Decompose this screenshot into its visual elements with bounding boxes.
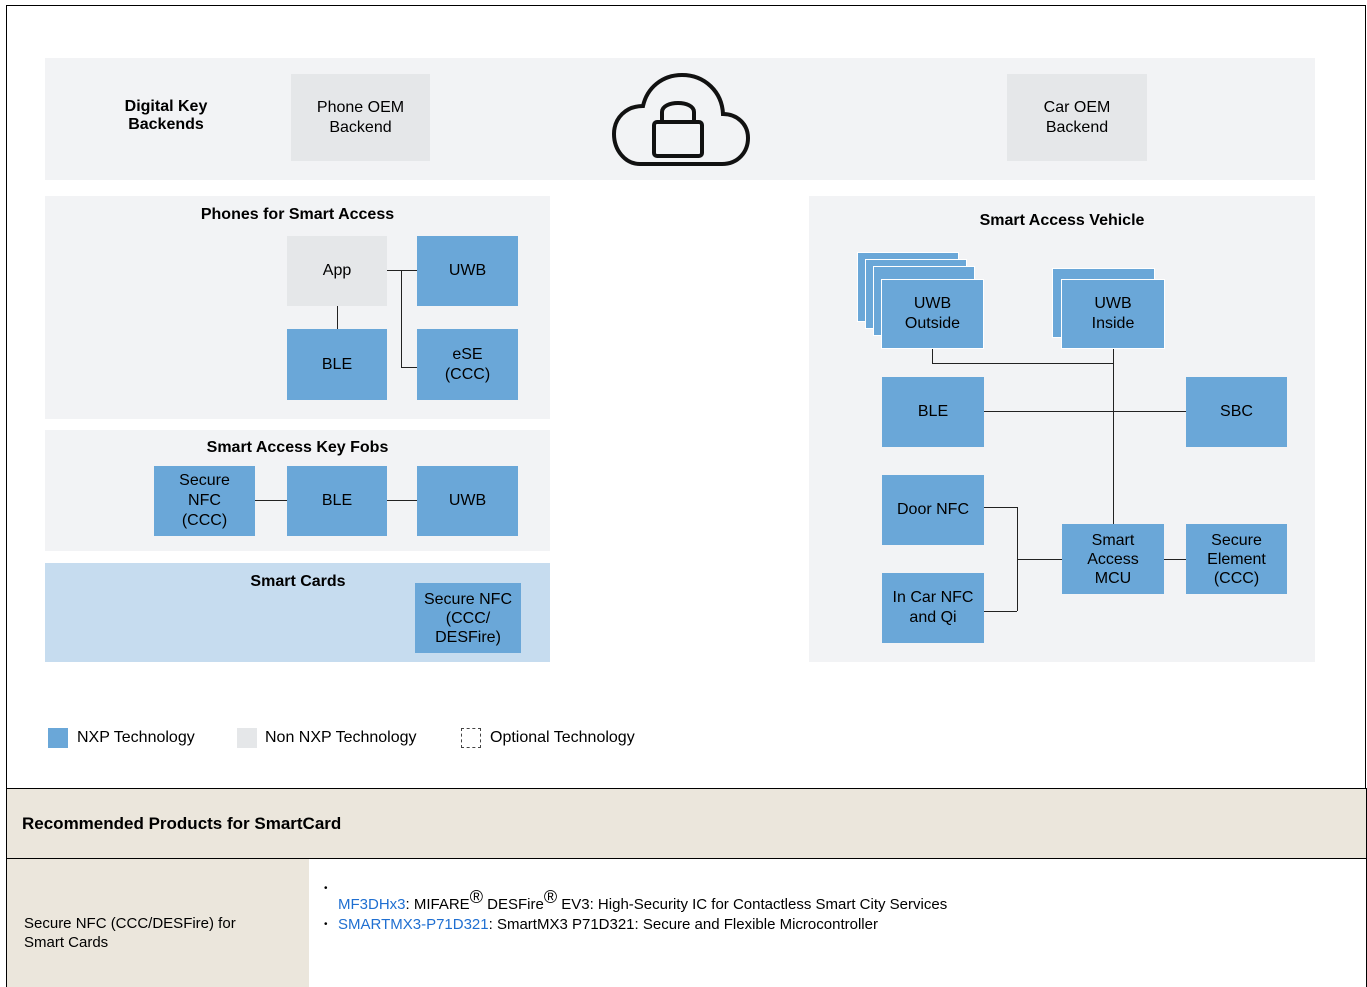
connector xyxy=(337,306,338,329)
phone-ble: BLE xyxy=(287,329,387,400)
table-row-label-cell: Secure NFC (CCC/DESFire) for Smart Cards xyxy=(6,858,310,987)
bullet-icon: • xyxy=(324,883,328,894)
legend-optional-label: Optional Technology xyxy=(490,729,635,746)
fob-secure-nfc: Secure NFC (CCC) xyxy=(154,466,255,536)
product-desc: EV3: High-Security IC for Contactless Sm… xyxy=(557,896,948,913)
registered-mark: ® xyxy=(543,887,558,907)
connector xyxy=(401,270,402,368)
bullet-icon: • xyxy=(324,919,328,930)
legend-non-nxp-swatch xyxy=(237,728,257,748)
vehicle-sbc: SBC xyxy=(1186,377,1287,447)
registered-mark: ® xyxy=(469,887,483,907)
phone-app: App xyxy=(287,236,387,306)
in-car-nfc: In Car NFC and Qi xyxy=(882,573,984,643)
connector xyxy=(387,500,417,501)
product-desc: DESFire xyxy=(482,896,544,913)
phones-title: Phones for Smart Access xyxy=(200,206,395,223)
uwb-outside: UWB Outside xyxy=(881,279,984,349)
table-products-cell: • MF3DHx3: MIFARE® DESFire® EV3: High-Se… xyxy=(309,858,1367,987)
uwb-inside: UWB Inside xyxy=(1061,279,1165,349)
product-desc: : SmartMX3 P71D321: Secure and Flexible … xyxy=(488,916,878,933)
diagram-frame xyxy=(6,5,1366,987)
connector xyxy=(984,507,1017,508)
phone-uwb: UWB xyxy=(417,236,518,306)
car-oem-backend: Car OEM Backend xyxy=(1007,74,1147,161)
table-header-text: Recommended Products for SmartCard xyxy=(22,814,342,833)
connector xyxy=(932,363,1113,364)
connector xyxy=(984,611,1017,612)
connector xyxy=(1113,349,1114,524)
fob-uwb: UWB xyxy=(417,466,518,536)
product-desc: : MIFARE xyxy=(405,896,470,913)
cards-title: Smart Cards xyxy=(250,573,346,590)
connector xyxy=(387,270,417,271)
connector xyxy=(932,349,933,364)
product-line: SMARTMX3-P71D321: SmartMX3 P71D321: Secu… xyxy=(338,916,878,933)
connector xyxy=(1017,559,1062,560)
vehicle-title: Smart Access Vehicle xyxy=(979,212,1145,229)
connector xyxy=(984,411,1186,412)
vehicle-ble: BLE xyxy=(882,377,984,447)
connector xyxy=(255,500,287,501)
phone-ese: eSE (CCC) xyxy=(417,329,518,400)
backends-label: Digital Key Backends xyxy=(124,98,208,133)
secure-element: Secure Element (CCC) xyxy=(1186,524,1287,594)
door-nfc: Door NFC xyxy=(882,475,984,545)
connector xyxy=(401,367,417,368)
cloud-lock-icon xyxy=(611,72,750,166)
legend-non-nxp-label: Non NXP Technology xyxy=(265,729,417,746)
legend-nxp-swatch xyxy=(48,728,68,748)
fobs-title: Smart Access Key Fobs xyxy=(206,439,389,456)
card-secure-nfc: Secure NFC (CCC/ DESFire) xyxy=(415,583,521,653)
product-line: MF3DHx3: MIFARE® DESFire® EV3: High-Secu… xyxy=(338,887,947,913)
fob-ble: BLE xyxy=(287,466,387,536)
legend-nxp-label: NXP Technology xyxy=(77,729,195,746)
legend-optional-swatch xyxy=(461,728,481,748)
product-link-smartmx3[interactable]: SMARTMX3-P71D321 xyxy=(338,916,489,933)
connector xyxy=(1164,559,1186,560)
phone-oem-backend: Phone OEM Backend xyxy=(291,74,430,161)
table-header: Recommended Products for SmartCard xyxy=(6,788,1367,859)
product-link-mf3dhx3[interactable]: MF3DHx3 xyxy=(338,896,406,913)
table-row-label: Secure NFC (CCC/DESFire) for Smart Cards xyxy=(24,915,236,951)
smart-access-mcu: Smart Access MCU xyxy=(1062,524,1164,594)
